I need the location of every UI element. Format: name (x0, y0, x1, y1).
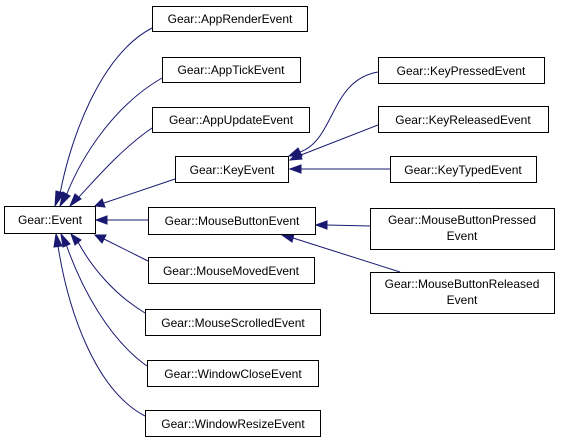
node-mouse-button-event-label: Gear::MouseButtonEvent (165, 214, 300, 228)
nodes: Gear::Event Gear::AppRenderEvent Gear::A… (4, 6, 555, 437)
edge-mouse-pressed-to-mouse-button (314, 220, 371, 230)
node-mouse-scrolled-event[interactable]: Gear::MouseScrolledEvent (145, 309, 321, 336)
node-key-typed-event[interactable]: Gear::KeyTypedEvent (390, 156, 537, 183)
node-mouse-button-released-event[interactable]: Gear::MouseButtonReleased Event (370, 272, 555, 314)
node-app-tick-event[interactable]: Gear::AppTickEvent (162, 57, 301, 83)
node-key-released-event-label: Gear::KeyReleasedEvent (395, 113, 531, 127)
node-app-tick-event-label: Gear::AppTickEvent (178, 63, 286, 77)
node-mouse-scrolled-event-label: Gear::MouseScrolledEvent (161, 316, 305, 330)
edge-mouse-button-to-event (94, 215, 148, 225)
edges (53, 27, 401, 417)
node-window-resize-event-label: Gear::WindowResizeEvent (161, 417, 305, 431)
node-window-resize-event[interactable]: Gear::WindowResizeEvent (145, 410, 321, 437)
node-app-render-event[interactable]: Gear::AppRenderEvent (152, 6, 308, 32)
edge-mouse-scrolled-to-event (70, 232, 146, 314)
edge-mouse-moved-to-event (93, 234, 149, 262)
edge-app-render-to-event (54, 27, 153, 208)
node-window-close-event-label: Gear::WindowCloseEvent (164, 367, 302, 381)
node-app-update-event-label: Gear::AppUpdateEvent (169, 113, 294, 127)
edge-key-typed-to-key-event (288, 164, 390, 174)
edge-window-close-to-event (60, 232, 148, 367)
node-key-typed-event-label: Gear::KeyTypedEvent (404, 163, 522, 177)
node-event-label: Gear::Event (18, 213, 83, 227)
edge-app-update-to-event (68, 127, 153, 208)
node-app-render-event-label: Gear::AppRenderEvent (168, 12, 293, 26)
node-key-released-event[interactable]: Gear::KeyReleasedEvent (378, 106, 549, 133)
node-mouse-button-pressed-event-label-line1: Gear::MouseButtonPressed (388, 213, 536, 227)
node-app-update-event[interactable]: Gear::AppUpdateEvent (152, 107, 310, 133)
edge-window-resize-to-event (53, 232, 146, 417)
node-key-pressed-event[interactable]: Gear::KeyPressedEvent (378, 57, 545, 84)
node-mouse-moved-event[interactable]: Gear::MouseMovedEvent (148, 257, 315, 284)
edge-key-event-to-event (93, 178, 176, 208)
node-key-event[interactable]: Gear::KeyEvent (175, 156, 289, 183)
edge-app-tick-to-event (59, 77, 163, 208)
node-mouse-button-released-event-label-line2: Event (447, 293, 478, 307)
node-mouse-button-event[interactable]: Gear::MouseButtonEvent (148, 207, 316, 235)
node-mouse-button-pressed-event[interactable]: Gear::MouseButtonPressed Event (370, 208, 555, 250)
node-window-close-event[interactable]: Gear::WindowCloseEvent (147, 360, 319, 387)
node-key-pressed-event-label: Gear::KeyPressedEvent (397, 64, 526, 78)
node-mouse-button-released-event-label-line1: Gear::MouseButtonReleased (385, 277, 540, 291)
node-key-event-label: Gear::KeyEvent (190, 163, 275, 177)
edge-key-released-to-key-event (288, 124, 379, 161)
node-event[interactable]: Gear::Event (4, 206, 96, 234)
node-mouse-moved-event-label: Gear::MouseMovedEvent (163, 264, 300, 278)
node-mouse-button-pressed-event-label-line2: Event (447, 229, 478, 243)
